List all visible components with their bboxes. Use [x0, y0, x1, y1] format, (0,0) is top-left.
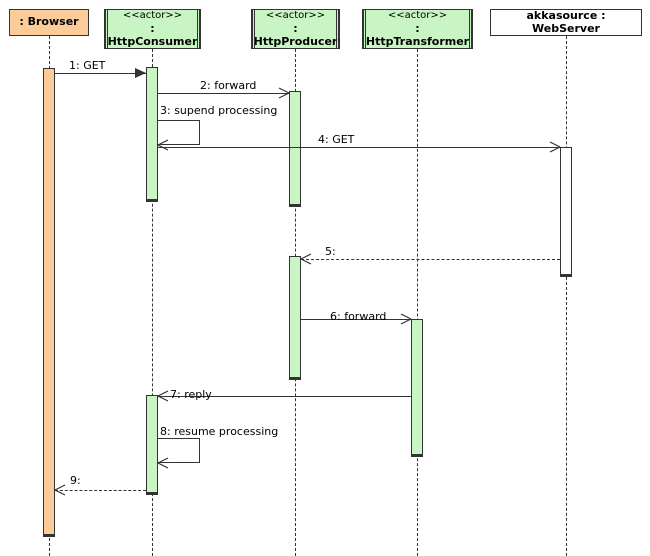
message-line-5 — [301, 259, 560, 260]
message-label-4: 4: GET — [318, 133, 355, 146]
activation-transformer-1 — [411, 319, 423, 457]
participant-http-producer[interactable]: <<actor>> : HttpProducer — [251, 9, 340, 49]
message-label-6: 6: forward — [330, 310, 387, 323]
participant-http-consumer-name: : HttpConsumer — [107, 22, 198, 48]
participant-webserver-name: akkasource : WebServer — [526, 8, 606, 35]
message-selfcall-8 — [158, 438, 200, 463]
activation-consumer-1 — [146, 67, 158, 202]
participant-http-producer-name: : HttpProducer — [253, 22, 338, 48]
lifeline-consumer — [152, 49, 153, 556]
message-line-1 — [55, 73, 146, 74]
message-line-4 — [158, 147, 560, 148]
activation-consumer-2 — [146, 395, 158, 495]
participant-http-transformer[interactable]: <<actor>> : HttpTransformer — [362, 9, 473, 49]
participant-browser[interactable]: : Browser — [9, 9, 89, 36]
message-label-3: 3: supend processing — [160, 104, 278, 117]
message-label-7: 7: reply — [170, 388, 212, 401]
activation-browser — [43, 68, 55, 537]
activation-producer-2 — [289, 256, 301, 380]
participant-http-consumer-stereotype: <<actor>> — [122, 9, 183, 21]
message-label-9: 9: — [70, 474, 81, 487]
message-label-2: 2: forward — [200, 79, 257, 92]
message-label-5: 5: — [325, 245, 336, 258]
lifeline-webserver — [566, 36, 567, 556]
message-line-9 — [55, 490, 146, 491]
message-line-7 — [158, 396, 411, 397]
participant-http-transformer-stereotype: <<actor>> — [387, 9, 448, 21]
participant-http-transformer-name: : HttpTransformer — [365, 22, 470, 48]
participant-http-consumer[interactable]: <<actor>> : HttpConsumer — [104, 9, 201, 49]
message-selfcall-3 — [158, 120, 200, 145]
message-line-6 — [301, 319, 411, 320]
participant-webserver[interactable]: akkasource : WebServer — [490, 9, 642, 36]
message-label-8: 8: resume processing — [160, 425, 279, 438]
message-line-2 — [158, 93, 289, 94]
lifeline-transformer — [417, 49, 418, 556]
message-label-1: 1: GET — [69, 59, 106, 72]
participant-http-producer-stereotype: <<actor>> — [265, 9, 326, 21]
participant-browser-name: : Browser — [19, 15, 79, 29]
activation-webserver-1 — [560, 147, 572, 277]
activation-producer-1 — [289, 91, 301, 207]
